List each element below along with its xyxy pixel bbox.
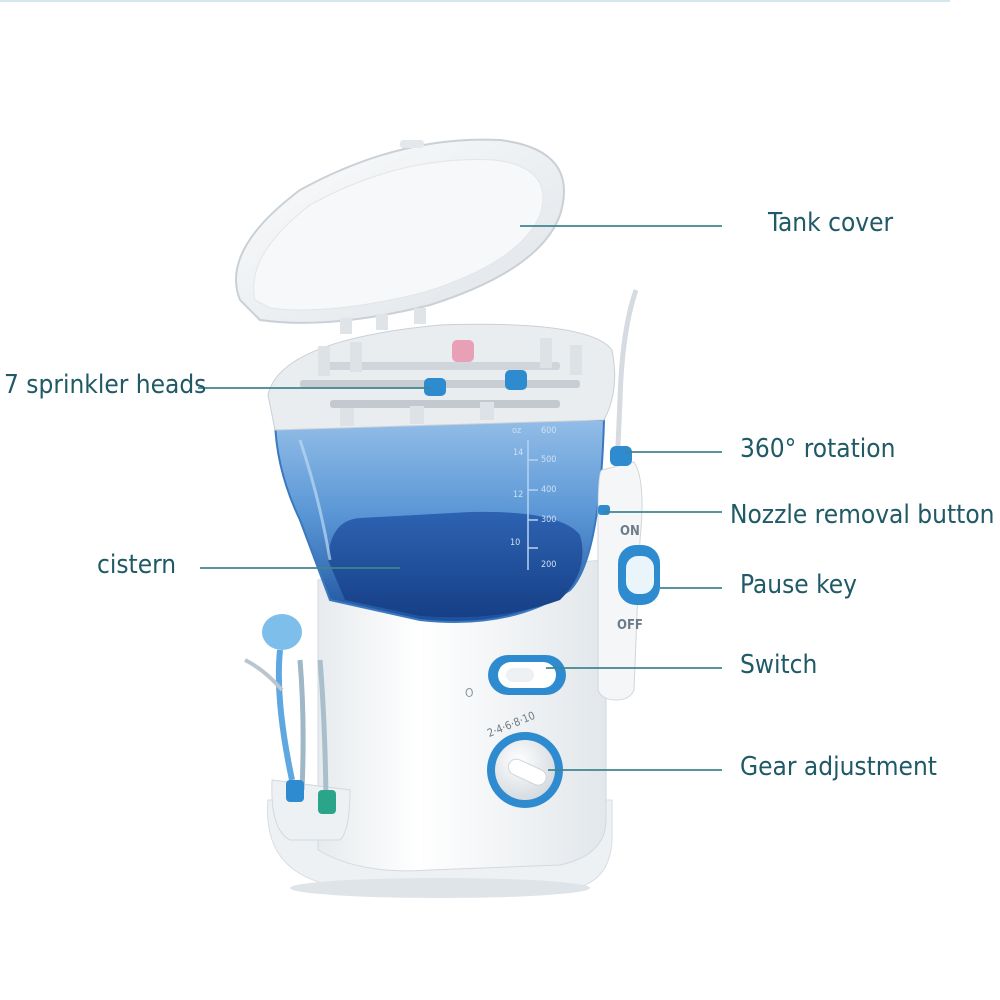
label-tank-cover: Tank cover [768,208,894,238]
tank-scale-400: 400 [541,485,557,495]
on-marking: ON [620,524,640,539]
tank-rim [267,323,616,431]
tank-scale-14: 14 [513,448,524,458]
off-marking: OFF [617,618,643,633]
tank-scale-10: 10 [510,538,521,548]
label-pause-key: Pause key [740,570,857,600]
label-switch: Switch [740,650,818,680]
tank-scale-500: 500 [541,455,557,465]
spare-nozzles [244,614,336,814]
tank-scale-ticks [527,440,538,570]
zero-marking: O [465,686,474,700]
top-divider [0,0,950,2]
tank-scale-300: 300 [541,515,557,525]
tank-scale-200: 200 [541,560,557,570]
gear-knob [487,732,563,808]
leader-lines [198,225,722,771]
water [328,511,583,618]
label-nozzle-button: Nozzle removal button [730,500,995,530]
base-foot [290,878,590,898]
handpiece [597,289,660,701]
sprinkler-heads [300,338,582,426]
nozzle-stand [271,779,351,841]
switch-control [488,655,566,695]
label-cistern: cistern [97,550,177,580]
tank-cover [235,138,565,334]
label-rotation: 360° rotation [740,434,896,464]
label-gear-adjustment: Gear adjustment [740,752,937,782]
tank-scale-12: 12 [513,490,524,500]
label-sprinkler-heads: 7 sprinkler heads [4,370,207,400]
tank-scale-top: oz [512,426,522,436]
tank-scale-600: 600 [541,426,557,436]
